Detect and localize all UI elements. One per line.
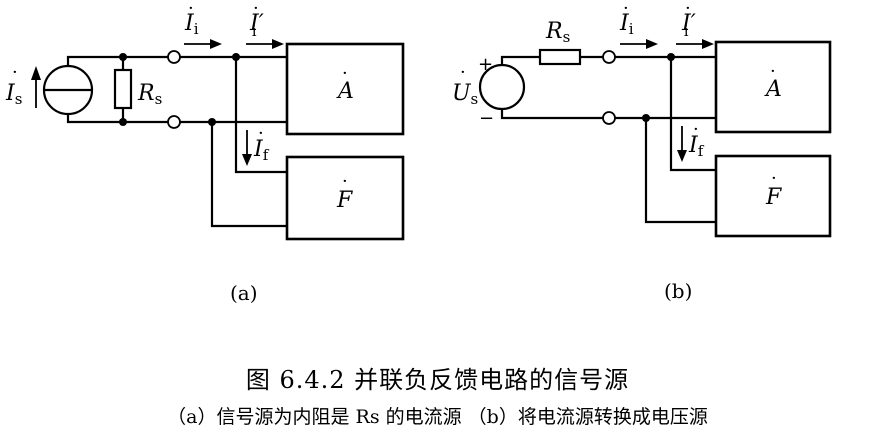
label-a-ii: Ii	[184, 11, 199, 38]
label-a-if: If	[253, 137, 270, 164]
resistor-rs-a	[113, 68, 133, 110]
terminal-a-top	[167, 50, 181, 64]
label-a-is: Is	[5, 81, 22, 108]
terminal-a-bot	[167, 115, 181, 129]
label-a-feedback: F	[336, 188, 353, 213]
arrow-a-ii-head	[210, 39, 222, 49]
dot-a-feedback: ·	[342, 171, 348, 192]
dot-b-ii-prime: ·	[685, 0, 691, 19]
label-b-if: If	[688, 133, 705, 160]
arrow-b-ii-head	[646, 39, 658, 49]
panel-b-caption: (b)	[664, 279, 692, 303]
label-a-rs: Rs	[137, 81, 162, 108]
dot-b-feedback: ·	[771, 168, 777, 189]
label-b-us: Us	[452, 81, 478, 108]
wire-a-src-top	[66, 55, 123, 66]
label-a-ii-prime: I′i	[249, 11, 264, 40]
label-a-amp: A	[336, 79, 354, 104]
feedback-block-b	[714, 154, 832, 238]
arrow-a-ii-prime-head	[272, 39, 284, 49]
dot-a-is: ·	[12, 62, 18, 83]
resistor-rs-b	[538, 48, 582, 66]
wire-b-fb-top	[669, 57, 716, 172]
dot-b-ii: ·	[623, 0, 629, 19]
wire-a-src-bot	[66, 114, 123, 124]
label-b-rs: Rs	[545, 19, 570, 46]
wire-b-fb-bot	[644, 118, 716, 224]
dot-b-if: ·	[693, 119, 699, 140]
arrow-b-if-head	[677, 150, 687, 162]
label-b-ii: Ii	[619, 11, 634, 38]
dot-a-amp: ·	[342, 63, 348, 84]
arrow-a-if-head	[242, 154, 252, 166]
wire-b-src-bot	[500, 109, 603, 120]
panel-a-caption: (a)	[230, 281, 258, 305]
wire-a-fb-top	[234, 57, 287, 174]
figure-caption-desc: （a）信号源为内阻是 Rs 的电流源 （b）将电流源转换成电压源	[167, 406, 708, 428]
dot-a-ii: ·	[188, 0, 194, 19]
label-b-ii-prime: I′i	[681, 11, 696, 40]
dot-a-if: ·	[258, 123, 264, 144]
terminal-b-bot	[602, 111, 616, 125]
panel-b: + − Us · Rs Ii	[452, 0, 832, 303]
label-b-feedback: F	[765, 185, 782, 210]
dot-b-us: ·	[460, 62, 466, 83]
minus-b: −	[479, 108, 494, 129]
amp-block-a	[285, 42, 405, 136]
arrow-b-ii-prime-head	[702, 39, 714, 49]
wire-b-src-top	[500, 55, 540, 65]
dot-a-ii-prime: ·	[253, 0, 259, 19]
terminal-b-top	[602, 50, 616, 64]
label-b-amp: A	[764, 77, 782, 102]
dot-b-amp: ·	[770, 61, 776, 82]
amp-block-b	[714, 40, 832, 134]
source-arrow-a-head	[31, 66, 41, 80]
figure-caption-title: 图 6.4.2 并联负反馈电路的信号源	[245, 366, 630, 394]
feedback-block-a	[285, 155, 405, 241]
plus-b: +	[478, 54, 493, 75]
wire-a-fb-bot	[210, 122, 287, 228]
panel-a: Is · Rs Ii · I′i · If · A · F · (a)	[5, 0, 405, 305]
